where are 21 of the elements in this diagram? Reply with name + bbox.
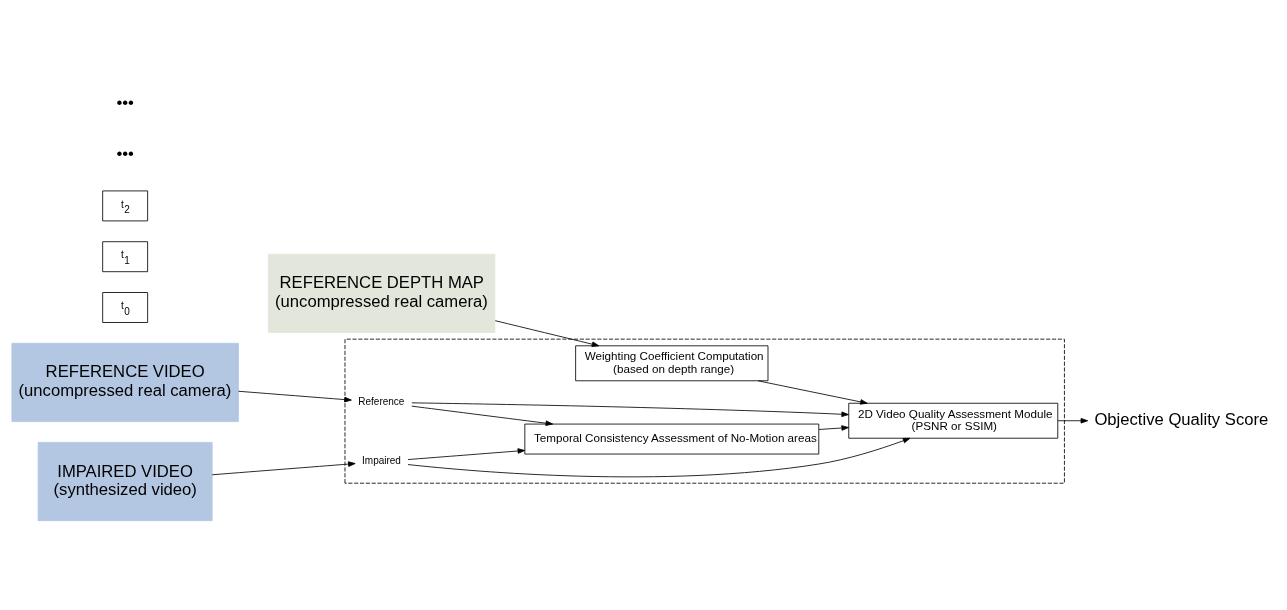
node-box: 2D Video Quality Assessment Module (PSNR or SSIM): [848, 402, 1059, 439]
label: •••: [116, 93, 134, 113]
arrow: [211, 461, 356, 476]
node-text: Reference: [358, 396, 405, 408]
arrow: [407, 448, 526, 460]
arrow: [494, 320, 600, 347]
arrow: [818, 425, 849, 431]
node-box: Weighting Coefficient Computation (based on depth range): [575, 345, 769, 382]
arrow: [411, 405, 554, 426]
node-box: REFERENCE VIDEO (uncompressed real camera): [11, 342, 239, 422]
node-box: REFERENCE DEPTH MAP (uncompressed real camera): [267, 253, 496, 333]
label: •••: [116, 144, 134, 164]
node-text: Impaired: [362, 455, 401, 467]
arrow: [238, 390, 352, 403]
arrow: [407, 437, 911, 478]
node-text: Objective Quality Score: [1094, 409, 1269, 429]
node-box: IMPAIRED VIDEO (synthesized video): [37, 442, 213, 522]
node-box: Temporal Consistency Assessment of No-Motion areas: [524, 423, 820, 455]
arrow: [1057, 418, 1089, 424]
arrow: [411, 402, 849, 418]
arrow: [757, 380, 868, 405]
